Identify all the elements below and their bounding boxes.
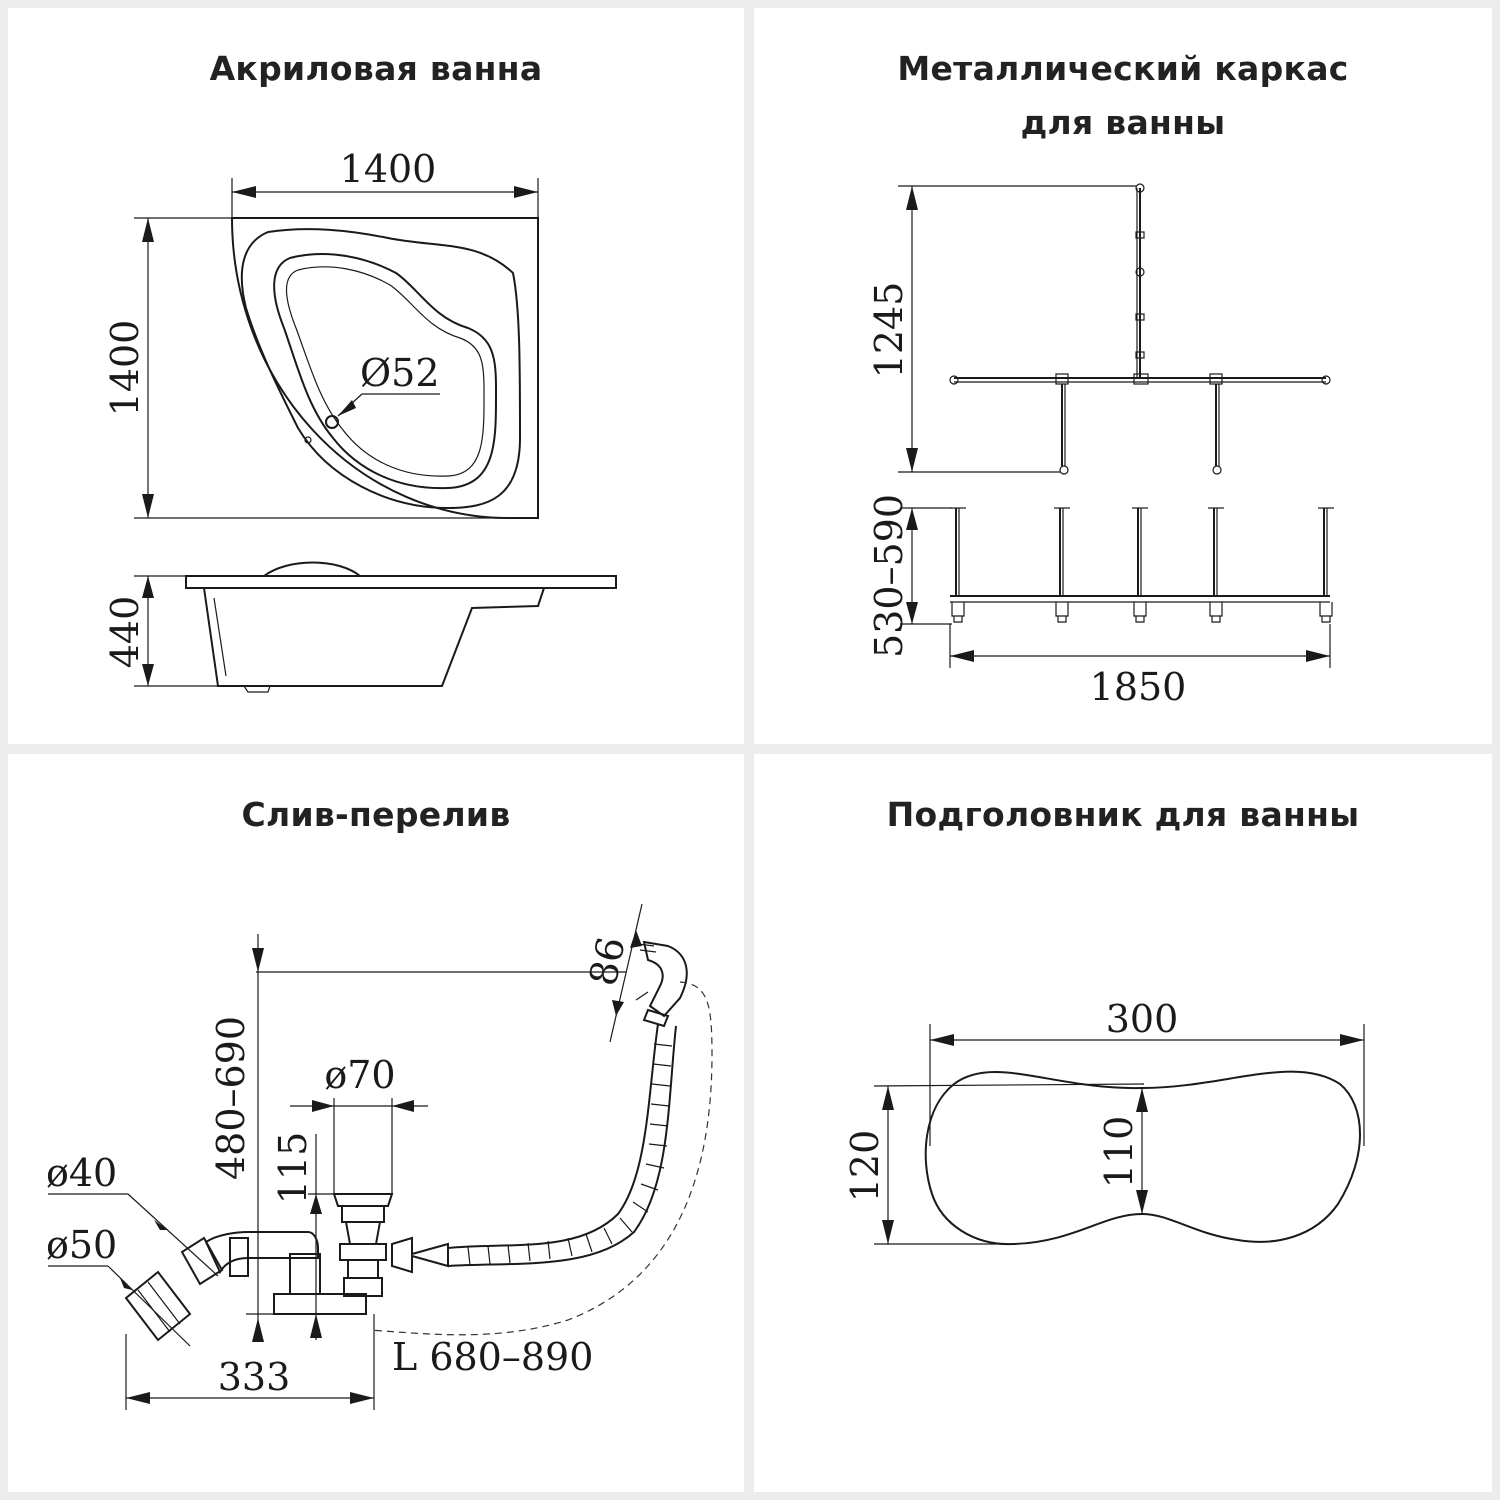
panel-headrest: Подголовник для ванны 300 120 110 (754, 754, 1492, 1492)
dim-d70: ø70 (324, 1053, 395, 1097)
panel-title: Акриловая ванна (209, 49, 543, 88)
panel-title-line1: Металлический каркас (897, 49, 1349, 88)
panel-drain-overflow: Слив-перелив 86 (8, 754, 744, 1492)
frame-legs (950, 507, 1334, 623)
bath-drawing: Ø52 1400 1400 440 (103, 147, 617, 693)
dim-width: 333 (218, 1355, 291, 1399)
dim-height: 440 (103, 596, 147, 669)
bath-side-rim (185, 575, 617, 589)
overflow-head (635, 940, 688, 1028)
bath-top-outline (230, 217, 539, 519)
dim-width: 300 (1106, 997, 1179, 1041)
bath-rim (240, 228, 522, 510)
drain-drawing: 86 480–690 (46, 903, 713, 1410)
dim-drain: Ø52 (360, 351, 440, 395)
dim-depth: 1245 (867, 282, 911, 379)
frame-drawing: 1245 530–590 (867, 183, 1334, 709)
outlet-50 (124, 1270, 192, 1342)
drain-hole (325, 415, 339, 429)
corrugated-hose (447, 1023, 659, 1249)
dim-frame-length: 1850 (1090, 665, 1187, 709)
panel-title-line2: для ванны (1020, 103, 1226, 142)
overflow-path (369, 981, 713, 1336)
trap-body (273, 1293, 367, 1315)
dim-height: 120 (843, 1130, 887, 1203)
drain-plug (332, 1193, 449, 1297)
dim-overflow: 86 (581, 933, 634, 989)
panel-metal-frame: Металлический каркас для ванны 1245 (754, 8, 1492, 744)
headrest-drawing: 300 120 110 (843, 997, 1365, 1246)
dim-drain-height: 480–690 (209, 1016, 253, 1180)
bath-inner-bowl (273, 252, 498, 490)
dim-inner: 110 (1097, 1116, 1141, 1189)
panel-title: Слив-перелив (241, 795, 511, 834)
dim-width: 1400 (340, 147, 437, 191)
bath-side-body (203, 587, 545, 687)
dim-hose-length: L 680–890 (392, 1335, 593, 1379)
dim-115: 115 (271, 1132, 315, 1205)
headrest-outline (924, 1070, 1361, 1246)
panel-title: Подголовник для ванны (886, 795, 1360, 834)
dim-d50: ø50 (46, 1223, 117, 1267)
dim-leg-height: 530–590 (867, 494, 911, 658)
dim-d40: ø40 (46, 1151, 117, 1195)
panel-acrylic-bath: Акриловая ванна Ø52 1400 1400 (8, 8, 744, 744)
dim-length: 1400 (103, 320, 147, 417)
